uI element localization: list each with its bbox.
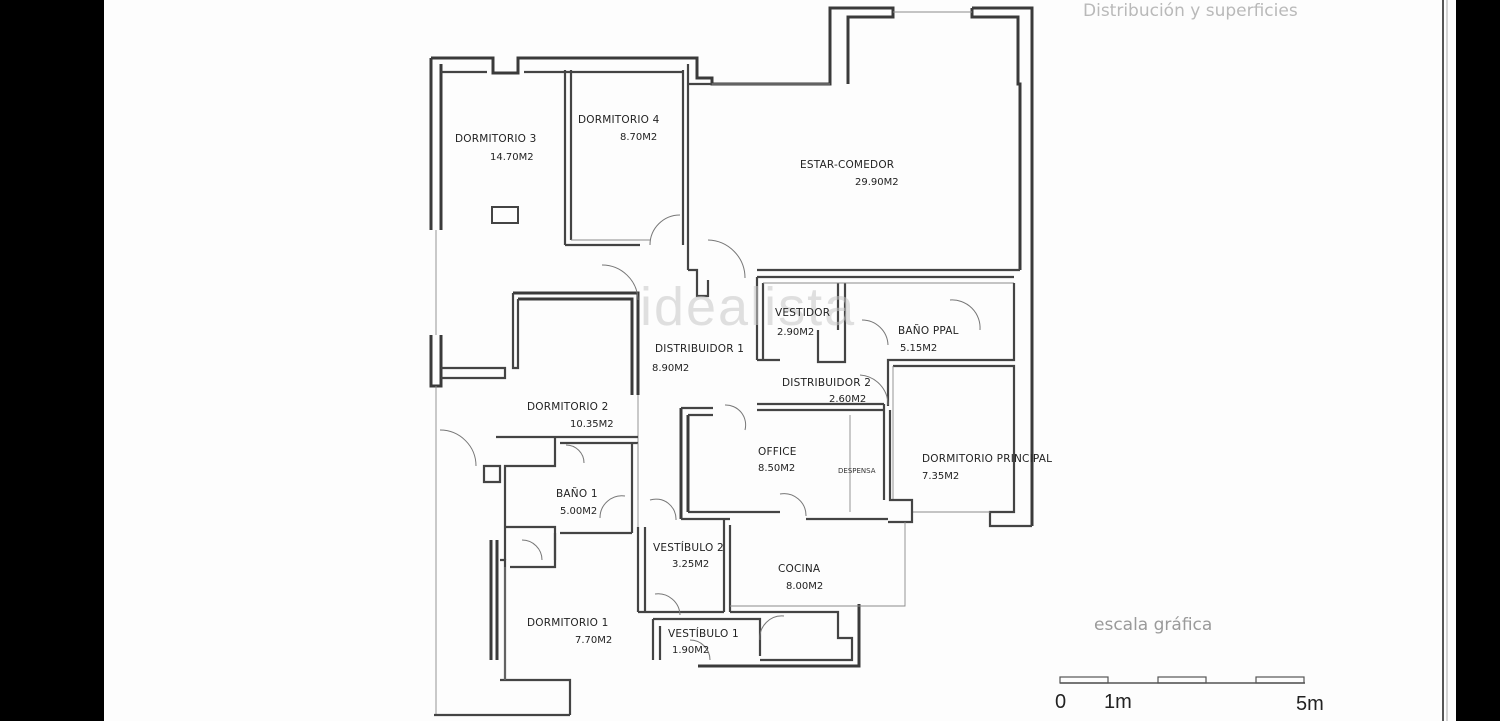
room-name-bano-ppal: BAÑO PPAL xyxy=(898,324,959,337)
room-name-vestibulo-2: VESTÍBULO 2 xyxy=(653,541,724,554)
room-name-distribuidor-1: DISTRIBUIDOR 1 xyxy=(655,343,744,355)
room-area-dormitorio-1: 7.70M2 xyxy=(575,635,612,646)
room-name-dormitorio-3: DORMITORIO 3 xyxy=(455,133,537,145)
scale-segment xyxy=(1157,676,1207,684)
room-name-dormitorio-principal: DORMITORIO PRINCIPAL xyxy=(922,453,1052,465)
column-marker xyxy=(491,206,519,224)
room-area-vestibulo-1: 1.90M2 xyxy=(672,645,709,656)
room-labels: DORMITORIO 3 14.70M2 DORMITORIO 4 8.70M2… xyxy=(455,114,1052,656)
scale-segment xyxy=(1255,676,1305,684)
room-name-despensa: DESPENSA xyxy=(838,467,876,475)
floor-plan-sheet: Distribución y superficies xyxy=(104,0,1456,721)
room-area-vestidor: 2.90M2 xyxy=(777,327,814,338)
scale-title: escala gráfica xyxy=(1094,615,1212,635)
room-name-vestibulo-1: VESTÍBULO 1 xyxy=(668,627,739,640)
room-area-distribuidor-2: 2.60M2 xyxy=(829,394,866,405)
room-area-bano-1: 5.00M2 xyxy=(560,506,597,517)
room-area-estar-comedor: 29.90M2 xyxy=(855,177,899,188)
room-area-office: 8.50M2 xyxy=(758,463,795,474)
room-name-dormitorio-4: DORMITORIO 4 xyxy=(578,114,660,126)
room-name-estar-comedor: ESTAR-COMEDOR xyxy=(800,159,894,171)
room-area-cocina: 8.00M2 xyxy=(786,581,823,592)
room-area-dormitorio-4: 8.70M2 xyxy=(620,132,657,143)
door-swings xyxy=(439,214,981,661)
room-area-dormitorio-3: 14.70M2 xyxy=(490,152,534,163)
room-area-bano-ppal: 5.15M2 xyxy=(900,343,937,354)
room-area-dormitorio-2: 10.35M2 xyxy=(570,419,614,430)
scale-segment xyxy=(1059,676,1109,684)
room-area-distribuidor-1: 8.90M2 xyxy=(652,363,689,374)
scale-label-1m: 1m xyxy=(1104,691,1132,713)
room-name-cocina: COCINA xyxy=(778,563,821,575)
header-title: Distribución y superficies xyxy=(1083,1,1298,21)
room-name-bano-1: BAÑO 1 xyxy=(556,487,598,500)
room-name-distribuidor-2: DISTRIBUIDOR 2 xyxy=(782,377,871,389)
room-name-office: OFFICE xyxy=(758,446,797,458)
room-area-dormitorio-principal: 7.35M2 xyxy=(922,471,959,482)
floor-plan-drawing: Distribución y superficies xyxy=(429,0,1448,721)
watermark: idealista xyxy=(640,277,856,337)
walls xyxy=(429,6,1034,717)
room-name-dormitorio-1: DORMITORIO 1 xyxy=(527,617,609,629)
scale-label-5m: 5m xyxy=(1296,693,1324,715)
graphic-scale: escala gráfica 0 1m 5m xyxy=(1055,615,1324,715)
room-name-dormitorio-2: DORMITORIO 2 xyxy=(527,401,609,413)
scale-label-0: 0 xyxy=(1055,691,1066,713)
room-name-vestidor: VESTIDOR xyxy=(775,307,830,319)
room-area-vestibulo-2: 3.25M2 xyxy=(672,559,709,570)
